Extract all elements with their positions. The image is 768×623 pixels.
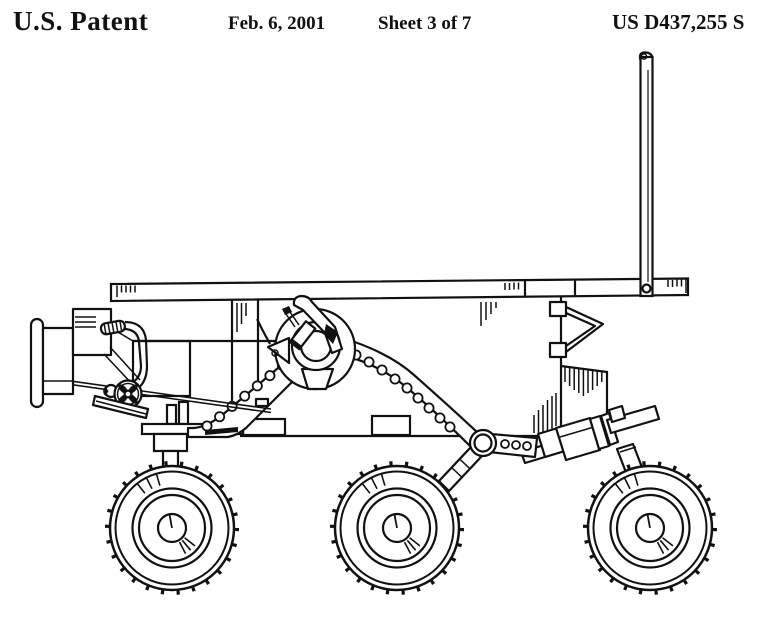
rear-wheel: [586, 464, 715, 593]
lens-flange: [29, 317, 45, 409]
front-camera-assembly: [29, 307, 272, 420]
hub-piston: [282, 306, 317, 351]
rear-wheel-steering-assembly: [519, 404, 661, 477]
antenna-mast: [638, 51, 654, 298]
differential-hub: [256, 294, 357, 391]
deck-support-bracket: [548, 300, 605, 359]
deck-hatching: [116, 279, 687, 297]
mast-tip-eyelet: [640, 53, 648, 60]
flex-hose: [99, 319, 126, 336]
body-hatching: [236, 302, 497, 332]
lower-rear-hatching: [533, 393, 557, 433]
linkage-rod: [41, 376, 272, 414]
front-wheel: [108, 464, 237, 593]
patent-number: US D437,255 S: [612, 10, 745, 34]
camera-barrel: [41, 326, 75, 396]
sheet-number: Sheet 3 of 7: [378, 13, 472, 34]
angled-plate: [91, 394, 150, 420]
drawing-ink-layer: [29, 51, 715, 593]
mast-mount-bolt: [641, 283, 652, 294]
patent-label: U.S. Patent: [13, 6, 149, 36]
solar-panel-deck: [109, 277, 690, 303]
arm-foot-shade: [205, 427, 238, 435]
rear-panel: [560, 364, 609, 430]
rocker-bogie-arms: [186, 332, 539, 459]
wheels: [108, 464, 715, 593]
patent-date: Feb. 6, 2001: [228, 13, 326, 34]
hub-left-bracket: [256, 318, 291, 365]
valve-handwheel: [103, 379, 143, 409]
